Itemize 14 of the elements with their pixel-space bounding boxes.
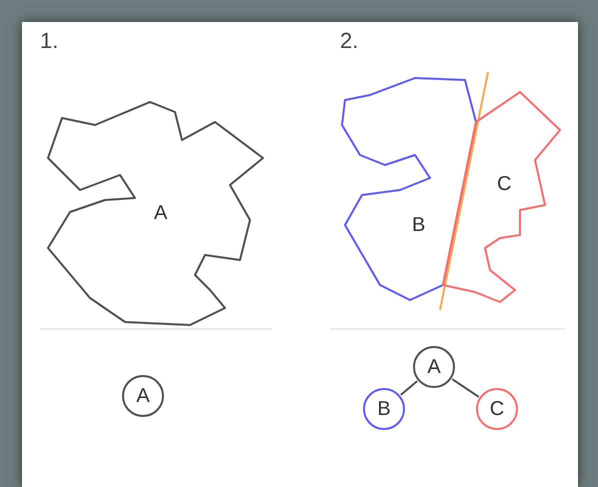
node-label: C bbox=[490, 399, 504, 419]
node-label: A bbox=[427, 357, 441, 377]
region-label: C bbox=[497, 174, 512, 194]
panel-number: 2. bbox=[340, 30, 358, 52]
polygon-region bbox=[342, 78, 476, 300]
polygon-region bbox=[443, 92, 560, 302]
tree-edge bbox=[452, 378, 480, 398]
panel-number: 1. bbox=[40, 30, 58, 52]
node-label: B bbox=[377, 399, 391, 419]
node-label: A bbox=[136, 386, 150, 406]
polygon-region bbox=[48, 102, 263, 325]
region-label: B bbox=[412, 215, 426, 235]
tree-edge bbox=[400, 380, 418, 396]
region-label: A bbox=[154, 203, 168, 223]
